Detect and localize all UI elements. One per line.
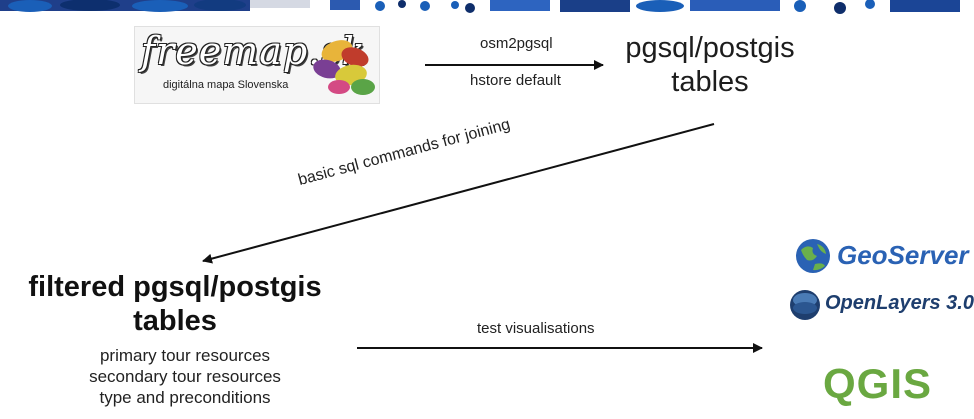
geoserver-logo-text: GeoServer <box>837 240 969 270</box>
step1-label-top: osm2pgsql <box>480 35 553 52</box>
freemap-logo-subtitle: digitálna mapa Slovenska <box>163 79 289 91</box>
decorative-top-strip <box>0 0 960 14</box>
step1-label-bottom: hstore default <box>470 72 561 89</box>
qgis-logo-text: QGIS <box>823 360 933 407</box>
freemap-logo: freemap.sk digitálna mapa Slovenska <box>134 26 380 104</box>
openlayers-logo-text: OpenLayers 3.0 <box>825 292 974 314</box>
geoserver-globe-icon <box>796 239 830 273</box>
target2-item: secondary tour resources <box>89 367 281 386</box>
target1-title: pgsql/postgis tables <box>612 31 808 99</box>
target2-line1: filtered pgsql/postgis <box>28 271 322 303</box>
target2-item: primary tour resources <box>99 346 271 365</box>
arrow-sql-joining <box>202 123 715 264</box>
target2-item: type and preconditions <box>99 388 271 407</box>
openlayers-icon <box>790 290 820 320</box>
freemap-blobs-icon <box>313 40 375 95</box>
target1-line2: tables <box>671 66 749 98</box>
step3-label: test visualisations <box>477 320 595 337</box>
target1-line1: pgsql/postgis <box>625 32 795 64</box>
target2-items: primary tour resources secondary tour re… <box>30 345 340 408</box>
target2-line2: tables <box>133 305 217 337</box>
target2-title: filtered pgsql/postgis tables <box>10 270 340 338</box>
